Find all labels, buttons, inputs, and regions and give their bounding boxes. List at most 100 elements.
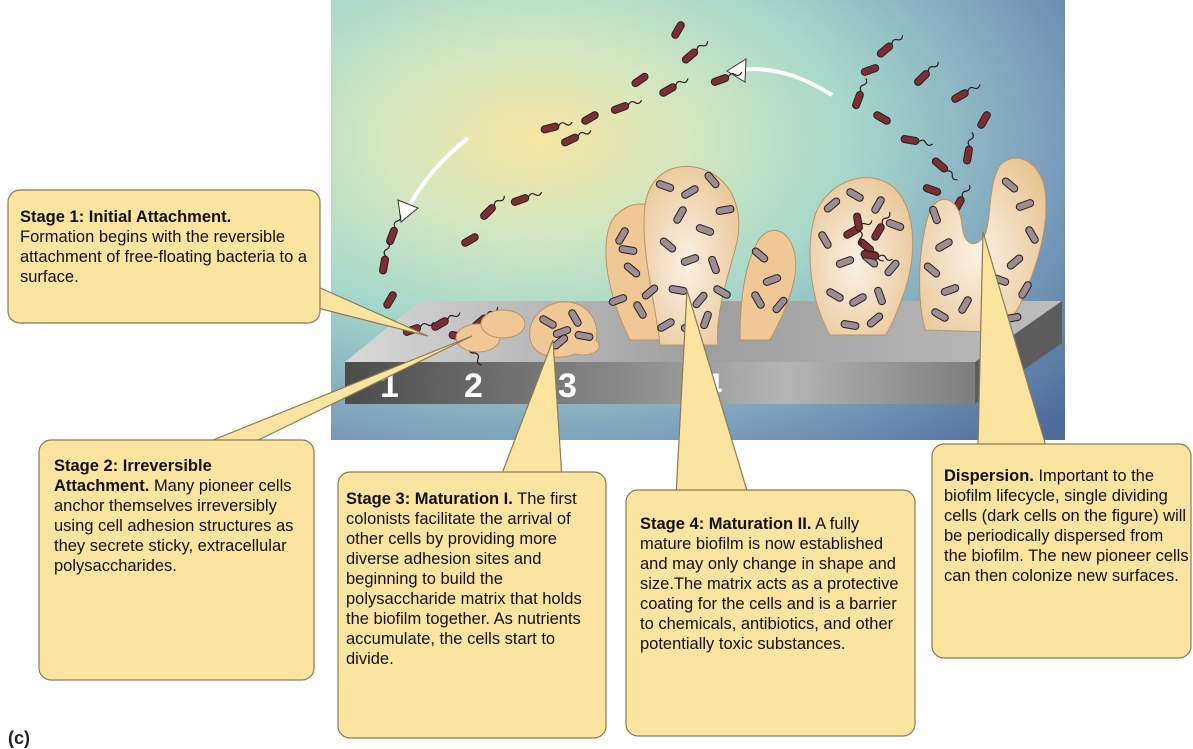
- embedded-cell: [657, 318, 675, 332]
- stage4-text: A fully mature biofilm is now establishe…: [640, 515, 899, 653]
- embedded-cell: [840, 320, 860, 330]
- embedded-cell: [618, 245, 638, 255]
- stage-number-3: 3: [558, 367, 577, 405]
- dividing-cell: [871, 211, 891, 241]
- callout-boxes: [7, 189, 1192, 739]
- embedded-cell: [539, 315, 557, 329]
- embedded-cell: [673, 206, 687, 224]
- embedded-cell: [958, 296, 972, 314]
- stage2-cluster: [455, 309, 526, 353]
- embedded-cell: [574, 331, 594, 341]
- stage1-box: [7, 189, 321, 324]
- free-cell: [900, 135, 933, 146]
- free-cell: [379, 242, 390, 275]
- free-cell: [480, 195, 505, 220]
- free-cell: [922, 184, 942, 196]
- embedded-cell: [1006, 254, 1024, 270]
- stage2-text: Many pioneer cells anchor themselves irr…: [54, 477, 294, 575]
- embedded-cell: [751, 247, 769, 263]
- embedded-cell: [849, 293, 867, 307]
- embedded-cell: [874, 286, 886, 306]
- embedded-cell: [1001, 177, 1019, 193]
- embedded-cell: [708, 255, 720, 275]
- free-cell: [873, 111, 891, 125]
- free-cell: [914, 61, 939, 86]
- free-cell: [860, 64, 880, 76]
- stage2-box: [38, 439, 315, 681]
- free-cell: [951, 84, 981, 103]
- dispersion-box: [931, 443, 1192, 659]
- free-cell: [977, 111, 991, 129]
- embedded-cell: [608, 294, 628, 306]
- embedded-cell: [866, 312, 884, 328]
- embedded-cell: [692, 291, 708, 309]
- free-cell: [681, 41, 709, 64]
- dividing-cell: [853, 212, 863, 246]
- free-cell: [581, 111, 599, 125]
- free-cell: [461, 233, 479, 247]
- free-cell: [631, 72, 649, 88]
- embedded-cell: [940, 284, 960, 296]
- free-cell: [963, 132, 974, 165]
- free-cell: [610, 99, 643, 114]
- embedded-cell: [700, 310, 712, 330]
- stage-number-2: 2: [464, 367, 483, 405]
- embedded-cell: [704, 171, 720, 189]
- stage3-callout: Stage 3: Maturation I. The first colonis…: [346, 489, 602, 669]
- free-cell: [540, 121, 573, 134]
- free-cell: [931, 157, 958, 181]
- free-cell: [852, 78, 868, 110]
- embedded-cell: [615, 227, 629, 245]
- embedded-cell: [659, 237, 677, 253]
- stage2-callout: Stage 2: Irreversible Attachment. Many p…: [54, 456, 308, 576]
- embedded-cell: [871, 196, 885, 214]
- embedded-cell: [695, 224, 715, 236]
- embedded-cell: [1025, 226, 1039, 244]
- free-cell: [383, 291, 397, 309]
- embedded-cell: [1018, 281, 1032, 299]
- free-cell: [659, 78, 689, 97]
- embedded-cell: [681, 185, 699, 199]
- free-cell: [561, 130, 592, 147]
- embedded-cell: [751, 291, 765, 309]
- stage4-box: [625, 489, 916, 737]
- stage1-text: Formation begins with the reversible att…: [20, 228, 308, 286]
- embedded-cell: [772, 296, 788, 314]
- dispersion-title: Dispersion.: [944, 467, 1034, 485]
- stage1-title: Stage 1: Initial Attachment.: [20, 208, 232, 226]
- stage4-callout: Stage 4: Maturation II. A fully mature b…: [640, 514, 910, 654]
- embedded-cell: [568, 309, 582, 327]
- free-cell: [710, 71, 743, 86]
- free-cell: [876, 35, 904, 58]
- stage3-box: [337, 471, 607, 739]
- dispersal-arrow: [737, 67, 834, 97]
- dispersion-text: Important to the biofilm lifecycle, sing…: [944, 467, 1189, 585]
- embedded-cell: [923, 262, 941, 278]
- embedded-cell: [680, 254, 700, 266]
- free-cell: [431, 312, 461, 331]
- dispersal-arrowhead: [726, 58, 747, 83]
- embedded-cell: [1015, 199, 1035, 211]
- attachment-arrow: [405, 136, 470, 211]
- embedded-cell: [835, 256, 855, 268]
- embedded-cell: [929, 205, 941, 225]
- embedded-cell: [935, 238, 953, 252]
- stage3-title: Stage 3: Maturation I.: [346, 490, 513, 508]
- embedded-cell: [623, 262, 641, 278]
- stage1-callout: Stage 1: Initial Attachment. Formation b…: [20, 207, 312, 287]
- free-cell: [510, 191, 543, 206]
- embedded-cell: [826, 288, 844, 302]
- embedded-cell: [884, 259, 900, 277]
- dividing-cell: [860, 250, 893, 261]
- stage3-text: The first colonists facilitate the arriv…: [346, 490, 582, 668]
- embedded-cell: [846, 188, 864, 202]
- embedded-cell: [655, 180, 675, 192]
- embedded-cell: [885, 219, 905, 231]
- embedded-cell: [633, 301, 647, 319]
- stage2-title: Stage 2: Irreversible Attachment.: [54, 457, 212, 495]
- embedded-cell: [762, 274, 782, 286]
- panel-label: (c): [8, 728, 30, 748]
- attachment-arrowhead: [397, 199, 419, 223]
- embedded-cell: [713, 285, 731, 299]
